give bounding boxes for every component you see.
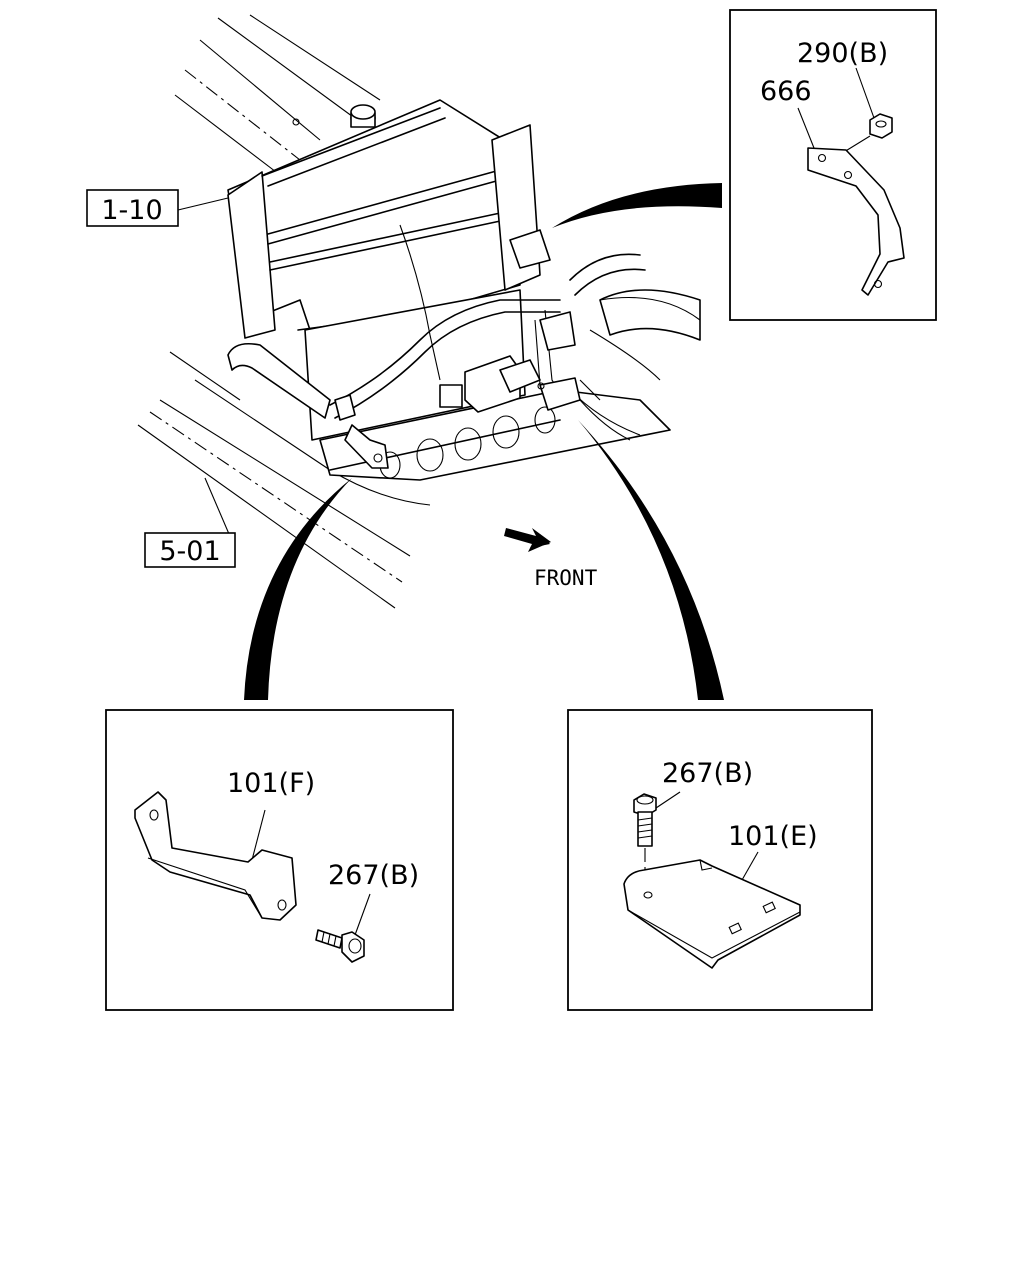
bolt-icon xyxy=(315,929,365,963)
ref-label-radiator: 1-10 xyxy=(101,195,162,226)
detail-box-bottom-left: 101(F) 267(B) xyxy=(105,709,454,1011)
bracket-666-icon xyxy=(807,147,905,296)
front-arrow-icon xyxy=(504,528,551,552)
ref-box-frame: 5-01 xyxy=(144,532,236,568)
label-nut-290b: 290(B) xyxy=(797,38,888,69)
front-label: FRONT xyxy=(534,566,598,590)
detail-box-bottom-right: 267(B) 101(E) xyxy=(567,709,873,1011)
nut-icon xyxy=(869,113,893,139)
label-plate-101e: 101(E) xyxy=(728,821,818,852)
sensor-unit xyxy=(439,355,581,413)
callout-pointer-bottom-right xyxy=(578,420,724,700)
bolt-icon xyxy=(633,793,657,895)
mounting-bracket xyxy=(334,229,576,469)
label-bracket-101f: 101(F) xyxy=(227,768,315,799)
main-assembly-drawing xyxy=(137,14,701,609)
ref-box-radiator: 1-10 xyxy=(86,189,179,227)
label-bolt-267b-right: 267(B) xyxy=(662,758,753,789)
bracket-101f-icon xyxy=(134,791,297,921)
callout-pointer-top-right xyxy=(552,183,722,228)
upper-rail xyxy=(174,14,381,176)
hose xyxy=(227,253,701,419)
callout-pointer-bottom-left xyxy=(244,478,352,700)
detail-box-top-right: 290(B) 666 xyxy=(729,9,937,321)
plate-101e-icon xyxy=(623,859,801,969)
label-bolt-267b-left: 267(B) xyxy=(328,860,419,891)
ref-label-frame: 5-01 xyxy=(159,536,220,567)
label-bracket-666: 666 xyxy=(760,76,812,107)
